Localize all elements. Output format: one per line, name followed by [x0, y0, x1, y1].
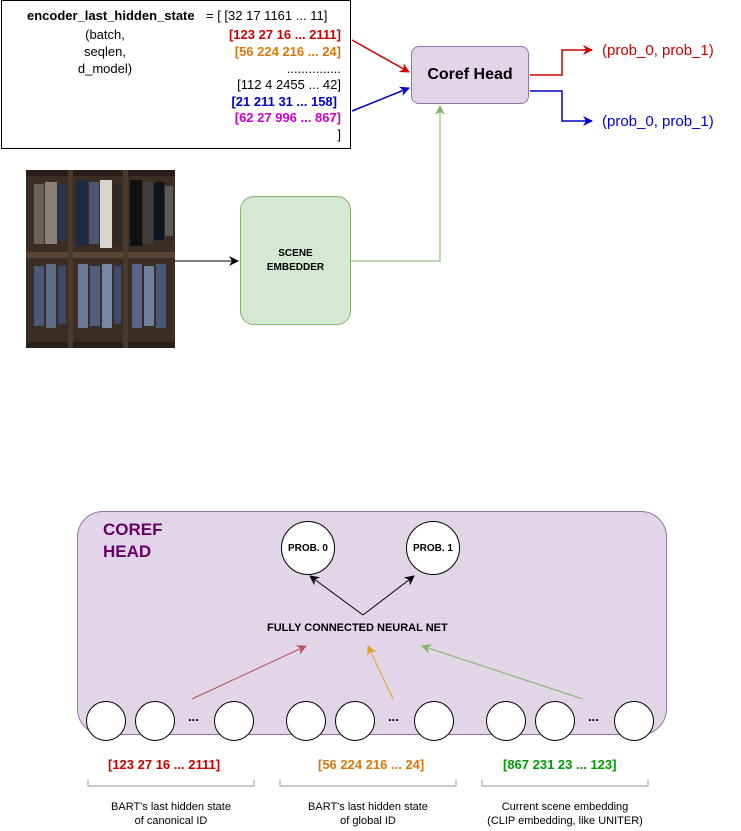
coref-head-detail-title: COREF HEAD — [103, 519, 163, 563]
tensor-row-dots: ............... — [286, 61, 341, 76]
scene-neuron — [614, 701, 654, 741]
shape-line-batch: (batch, — [85, 27, 125, 42]
scene-ellipsis: ... — [588, 709, 599, 724]
scene-embedder-line1: SCENE — [278, 247, 313, 259]
coref-head-label: Coref Head — [427, 66, 513, 83]
scene-caption-line1: Current scene embedding — [501, 801, 629, 813]
global-neuron — [286, 701, 326, 741]
prob0-label: PROB. 0 — [287, 542, 328, 554]
tensor-close-bracket: ] — [337, 127, 341, 142]
shape-line-seqlen: seqlen, — [84, 44, 126, 59]
output-red-probs: (prob_0, prob_1) — [602, 42, 714, 59]
canonical-caption-line1: BART's last hidden state — [111, 801, 231, 813]
blue-input-arrow — [351, 86, 410, 112]
tensor-row-orange: [56 224 216 ... 24] — [234, 44, 341, 59]
global-neuron — [335, 701, 375, 741]
scene-vector: [867 231 23 ... 123] — [503, 757, 617, 772]
encoder-assign-row: = [ [32 17 1161 ... 11] — [206, 8, 328, 23]
global-neuron — [414, 701, 454, 741]
canonical-vector: [123 27 16 ... 2111] — [108, 757, 221, 772]
coref-head-block: Coref Head — [411, 46, 529, 104]
scene-image — [26, 170, 175, 348]
blue-output-arrow — [530, 90, 593, 126]
tensor-row-magenta: [62 27 996 ... 867] — [234, 110, 341, 125]
global-ellipsis: ... — [388, 709, 399, 724]
global-vector: [56 224 216 ... 24] — [318, 757, 425, 772]
wardrobe-drawing — [26, 170, 175, 348]
canonical-neuron — [86, 701, 126, 741]
fc-net-label: FULLY CONNECTED NEURAL NET — [267, 622, 448, 634]
tensor-row-blue: [21 211 31 ... 158] — [231, 94, 337, 109]
scene-to-fc-arrow — [421, 644, 584, 700]
global-caption: BART's last hidden state of global ID — [280, 800, 456, 828]
encoder-var-name: encoder_last_hidden_state — [27, 8, 195, 23]
prob0-node: PROB. 0 — [281, 521, 335, 575]
shape-line-dmodel: d_model) — [77, 61, 133, 76]
scene-caption: Current scene embedding (CLIP embedding,… — [482, 800, 648, 828]
canonical-neuron — [214, 701, 254, 741]
global-bracket — [279, 780, 457, 787]
canonical-caption-line2: of canonical ID — [134, 815, 208, 827]
red-output-arrow — [530, 45, 593, 76]
scene-embedder-block: SCENE EMBEDDER — [240, 196, 351, 325]
red-input-arrow — [351, 39, 410, 73]
canonical-to-fc-arrow — [191, 645, 307, 700]
scene-embedder-line2: EMBEDDER — [266, 261, 325, 273]
canonical-bracket — [87, 780, 255, 787]
head-title-line1: COREF — [103, 520, 163, 539]
canonical-ellipsis: ... — [188, 709, 199, 724]
scene-to-coref-arrow — [351, 105, 445, 262]
tensor-row-black: [112 4 2455 ... 42] — [237, 77, 341, 92]
tensor-row-red: [123 27 16 ... 2111] — [228, 27, 341, 42]
prob1-label: PROB. 1 — [412, 542, 453, 554]
global-caption-line2: of global ID — [340, 815, 396, 827]
canonical-neuron — [135, 701, 175, 741]
fc-to-prob1-arrow — [362, 575, 415, 616]
global-caption-line1: BART's last hidden state — [308, 801, 428, 813]
prob1-node: PROB. 1 — [406, 521, 460, 575]
head-title-line2: HEAD — [103, 542, 152, 561]
coref-head-detail-box — [77, 511, 667, 735]
scene-neuron — [535, 701, 575, 741]
fc-to-prob0-arrow — [309, 575, 364, 616]
canonical-caption: BART's last hidden state of canonical ID — [88, 800, 254, 828]
scene-caption-line2: (CLIP embedding, like UNITER) — [487, 815, 643, 827]
encoder-hidden-state-box — [1, 0, 351, 149]
output-blue-probs: (prob_0, prob_1) — [602, 113, 714, 130]
scene-bracket — [481, 780, 649, 787]
global-to-fc-arrow — [367, 645, 394, 700]
scene-neuron — [486, 701, 526, 741]
